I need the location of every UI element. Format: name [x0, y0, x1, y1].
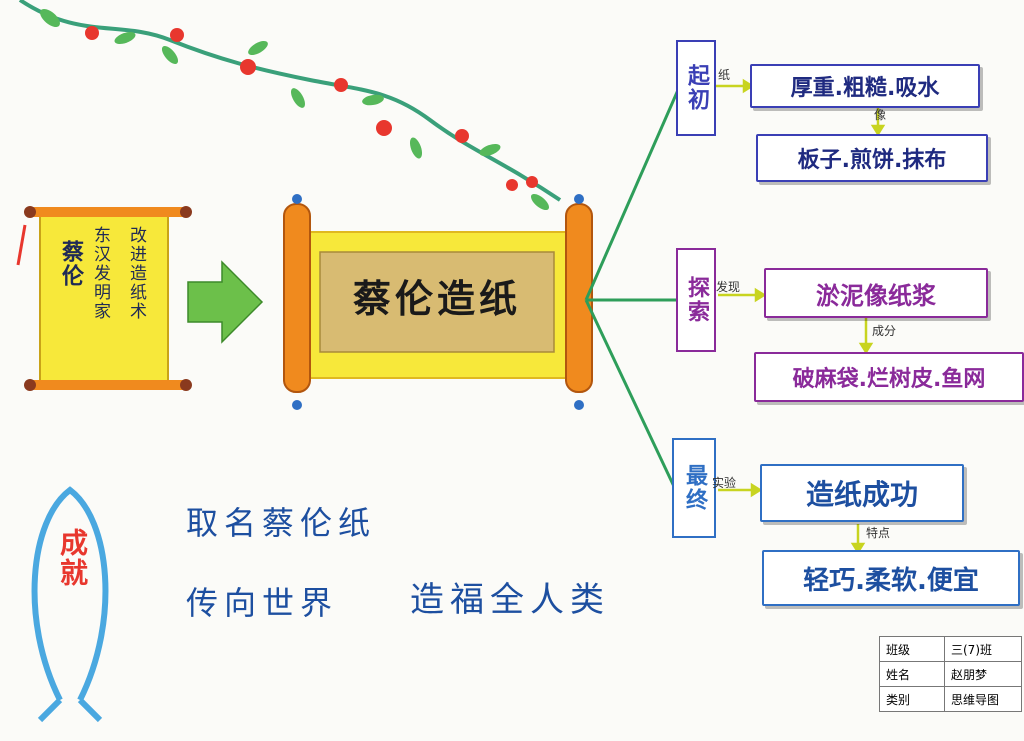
stem-beginning: 起初	[676, 40, 716, 136]
info-table: 班级 三(7)班 姓名 赵朋梦 类别 思维导图	[879, 636, 1022, 712]
node-final-2: 轻巧.柔软.便宜	[762, 550, 1020, 606]
edge-label-1b: 像	[874, 108, 887, 122]
scroll-title-text: 东汉发明家	[90, 226, 110, 321]
scroll-deed-text: 改进造纸术	[126, 226, 146, 321]
edge-label-3a: 实验	[712, 476, 737, 490]
flow-arrow	[187, 260, 264, 344]
edge-label-2a: 发现	[716, 280, 741, 294]
main-scroll	[283, 194, 593, 410]
stem-exploration: 探索	[676, 248, 716, 352]
small-scroll	[16, 206, 192, 391]
table-key: 姓名	[879, 661, 945, 687]
edge-label-2b: 成分	[872, 324, 897, 338]
table-key: 班级	[879, 636, 945, 662]
edge-label-1a: 纸	[718, 68, 731, 82]
vine-flowers	[85, 26, 538, 191]
fish-symbol	[31, 486, 109, 723]
table-key: 类别	[879, 686, 945, 712]
table-value: 三(7)班	[944, 636, 1022, 662]
node-beginning-1: 厚重.粗糙.吸水	[750, 64, 980, 108]
node-final-1: 造纸成功	[760, 464, 964, 522]
edge-label-3b: 特点	[866, 526, 891, 540]
achievement-line-2a: 传向世界	[186, 584, 339, 622]
vine-leaves	[40, 9, 550, 211]
table-row: 班级 三(7)班	[879, 636, 1022, 662]
stem-final: 最终	[672, 438, 716, 538]
branch-lines	[584, 89, 680, 496]
node-exploration-1: 淤泥像纸浆	[764, 268, 988, 318]
achievement-label: 成就	[56, 528, 89, 588]
table-row: 类别 思维导图	[879, 686, 1022, 712]
scroll-name-text: 蔡伦	[58, 240, 83, 288]
node-arrows	[716, 78, 886, 555]
table-value: 赵朋梦	[944, 661, 1022, 687]
achievement-line-2b: 造福全人类	[410, 580, 610, 620]
achievement-line-1: 取名蔡伦纸	[186, 504, 377, 542]
node-exploration-2: 破麻袋.烂树皮.鱼网	[754, 352, 1024, 402]
vine-branch	[18, 0, 562, 202]
main-title: 蔡伦造纸	[352, 276, 521, 321]
table-row: 姓名 赵朋梦	[879, 661, 1022, 687]
table-value: 思维导图	[944, 686, 1022, 712]
node-beginning-2: 板子.煎饼.抹布	[756, 134, 988, 182]
